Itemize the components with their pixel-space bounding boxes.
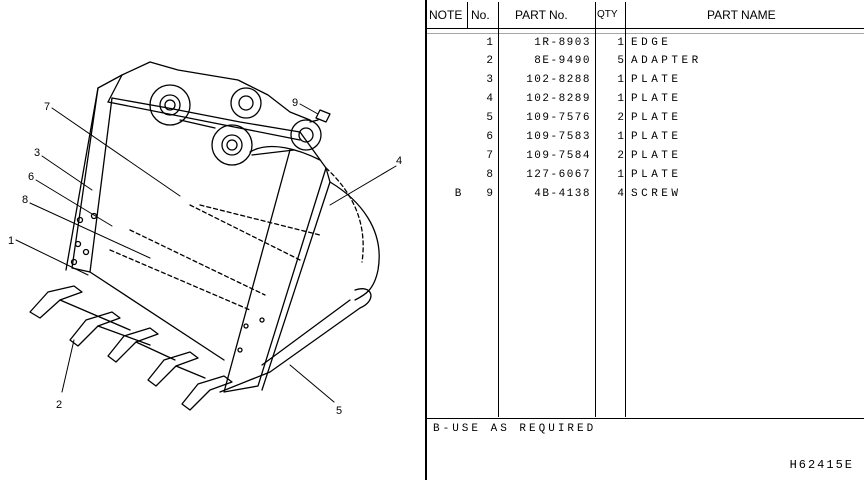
callout-3: 3 <box>34 147 40 159</box>
callout-9: 9 <box>292 97 298 109</box>
row-8-part-no: 127-6067 <box>526 169 591 181</box>
row-1-note <box>439 34 469 52</box>
row-3-qty: 1 <box>617 74 624 86</box>
row-9-no: 9 <box>486 188 493 200</box>
row-8-no: 8 <box>486 169 493 181</box>
row-9-note: B <box>454 188 462 200</box>
bucket-right-side-plate <box>223 131 331 393</box>
row-8-qty: 1 <box>617 169 624 181</box>
row-9-part-no: 4B-4138 <box>534 188 591 200</box>
callout-6: 6 <box>28 171 34 183</box>
row-8-name: PLATE <box>631 169 682 181</box>
callout-1: 1 <box>8 235 14 247</box>
row-3-note <box>439 71 469 89</box>
bucket-cutting-edge <box>219 288 372 393</box>
header-rule <box>427 28 864 29</box>
row-5-name: PLATE <box>631 112 682 124</box>
row-5-qty: 2 <box>617 112 624 124</box>
footer-rule <box>427 418 864 419</box>
panel-divider <box>425 0 427 480</box>
bucket-pin-bosses <box>149 84 322 166</box>
drawing-code: H62415E <box>789 458 854 472</box>
row-1-qty: 1 <box>617 37 624 49</box>
bucket-shell <box>89 167 380 361</box>
row-5-note <box>439 109 469 127</box>
col-sep-qty <box>625 2 626 417</box>
header-note: NOTE <box>429 8 463 22</box>
row-2-part-no: 8E-9490 <box>534 55 591 67</box>
row-9-name: SCREW <box>631 188 682 200</box>
row-3-no: 3 <box>486 74 493 86</box>
callout-2: 2 <box>56 399 62 411</box>
row-2-qty: 5 <box>617 55 624 67</box>
row-7-no: 7 <box>486 150 493 162</box>
bucket-back-frame <box>107 61 311 141</box>
row-6-name: PLATE <box>631 131 682 143</box>
row-5-part-no: 109-7576 <box>526 112 591 124</box>
row-1-part-no: 1R-8903 <box>534 37 591 49</box>
parts-list-panel: NOTE No. PART No. QTY PART NAME 1 1R-890… <box>427 0 864 480</box>
row-1-name: EDGE <box>631 37 672 49</box>
footer-note: B-USE AS REQUIRED <box>433 423 597 435</box>
callout-8: 8 <box>22 194 28 206</box>
row-4-note <box>439 90 469 108</box>
row-7-name: PLATE <box>631 150 682 162</box>
header-part-name: PART NAME <box>707 8 776 22</box>
row-4-no: 4 <box>486 93 493 105</box>
row-4-qty: 1 <box>617 93 624 105</box>
row-1-no: 1 <box>486 37 493 49</box>
header-no: No. <box>471 8 490 22</box>
header-rule-light <box>427 33 864 34</box>
row-7-note <box>439 147 469 165</box>
row-6-qty: 1 <box>617 131 624 143</box>
bucket-adapters <box>29 285 233 411</box>
row-3-part-no: 102-8288 <box>526 74 591 86</box>
row-9-qty: 4 <box>617 188 624 200</box>
bucket-left-side-plate <box>65 74 123 273</box>
row-2-name: ADAPTER <box>631 55 702 67</box>
row-5-no: 5 <box>486 112 493 124</box>
callout-leaders <box>15 103 397 403</box>
row-2-note <box>439 52 469 70</box>
header-qty: QTY <box>597 9 618 20</box>
header-part-no: PART No. <box>515 8 568 22</box>
row-7-part-no: 109-7584 <box>526 150 591 162</box>
callout-4: 4 <box>396 155 402 167</box>
row-2-no: 2 <box>486 55 493 67</box>
col-sep-note <box>467 2 468 28</box>
col-sep-part <box>595 2 596 417</box>
col-sep-no <box>498 2 499 417</box>
bucket-exploded-diagram: 1 2 3 4 5 6 7 8 9 <box>8 61 402 417</box>
callout-5: 5 <box>336 405 342 417</box>
screw-part <box>309 109 331 123</box>
row-6-no: 6 <box>486 131 493 143</box>
row-8-note <box>439 166 469 184</box>
row-6-note <box>439 128 469 146</box>
row-7-qty: 2 <box>617 150 624 162</box>
row-3-name: PLATE <box>631 74 682 86</box>
callout-7: 7 <box>44 101 50 113</box>
row-4-name: PLATE <box>631 93 682 105</box>
row-6-part-no: 109-7583 <box>526 131 591 143</box>
row-4-part-no: 102-8289 <box>526 93 591 105</box>
